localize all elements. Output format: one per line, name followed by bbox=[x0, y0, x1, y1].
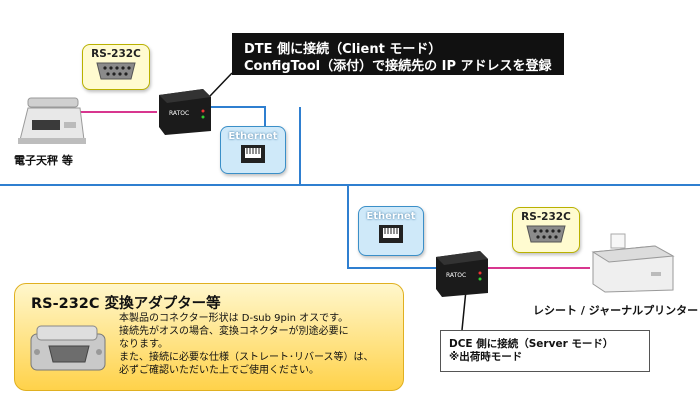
adapter-desc-line: 必ずご確認いただいた上でご使用ください。 bbox=[119, 365, 319, 376]
converter-device-top: RATOC bbox=[155, 85, 215, 137]
rs232c-tag-bottom: RS-232C bbox=[512, 207, 580, 253]
top-callout-line2: ConfigTool（添付）で接続先の IP アドレスを登録 bbox=[244, 59, 552, 74]
bottom-callout: DCE 側に接続（Server モード） ※出荷時モード bbox=[440, 330, 650, 372]
adapter-desc-line: なります。 bbox=[119, 339, 168, 350]
bottom-callout-line1: DCE 側に接続（Server モード） bbox=[449, 338, 614, 350]
gender-changer-image bbox=[27, 320, 109, 376]
rs232c-tag-top-label: RS-232C bbox=[91, 48, 141, 60]
top-callout: DTE 側に接続（Client モード） ConfigTool（添付）で接続先の… bbox=[232, 33, 564, 75]
top-callout-pointer bbox=[209, 72, 233, 97]
converter-device-bottom: RATOC bbox=[432, 247, 492, 299]
svg-text:RATOC: RATOC bbox=[446, 272, 466, 279]
db9-connector-icon bbox=[96, 62, 136, 80]
scale-caption: 電子天秤 等 bbox=[14, 154, 73, 167]
electronic-scale-image bbox=[18, 92, 86, 146]
svg-text:RATOC: RATOC bbox=[169, 110, 189, 117]
rj45-port-icon bbox=[379, 225, 403, 243]
top-callout-line1: DTE 側に接続（Client モード） bbox=[244, 42, 442, 57]
bottom-callout-pointer bbox=[461, 289, 467, 331]
rj45-port-icon bbox=[241, 145, 265, 163]
network-line-top bbox=[205, 106, 266, 135]
adapter-info-title: RS-232C 変換アダプター等 bbox=[31, 296, 221, 312]
adapter-desc-line: また、接続に必要な仕様（ストレート･リバース等）は、 bbox=[119, 352, 374, 363]
ethernet-tag-top: Ethernet bbox=[220, 126, 286, 174]
ethernet-tag-bottom-label: Ethernet bbox=[366, 211, 416, 222]
network-line-bottom bbox=[347, 185, 440, 269]
db9-connector-icon bbox=[526, 225, 566, 243]
rs232c-tag-bottom-label: RS-232C bbox=[521, 211, 571, 223]
ethernet-tag-bottom: Ethernet bbox=[358, 206, 424, 256]
bottom-callout-line2: ※出荷時モード bbox=[449, 351, 523, 363]
adapter-info-desc: 本製品のコネクター形状は D-sub 9pin オスです。 接続先がオスの場合、… bbox=[119, 312, 374, 377]
ethernet-tag-top-label: Ethernet bbox=[228, 131, 278, 142]
rs232c-tag-top: RS-232C bbox=[82, 44, 150, 90]
receipt-printer-image bbox=[585, 232, 677, 294]
adapter-info-box: RS-232C 変換アダプター等 本製品のコネクター形状は D-sub 9pin… bbox=[14, 283, 404, 391]
adapter-desc-line: 接続先がオスの場合、変換コネクターが別途必要に bbox=[119, 326, 349, 337]
printer-caption: レシート / ジャーナルプリンター bbox=[533, 304, 699, 317]
adapter-desc-line: 本製品のコネクター形状は D-sub 9pin オスです。 bbox=[119, 313, 349, 324]
